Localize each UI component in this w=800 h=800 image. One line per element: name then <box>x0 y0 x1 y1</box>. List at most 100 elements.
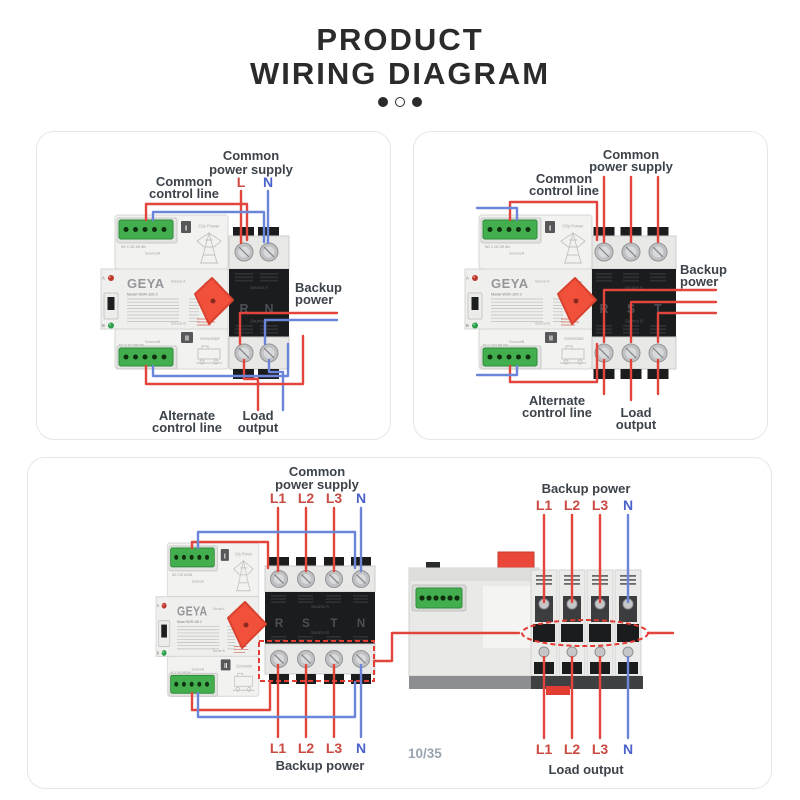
label-alt-control-2: control line <box>522 405 592 420</box>
badge-input: I <box>185 224 187 233</box>
panel-2p-wiring: NO C NC AR AN SourceA I City Power A GEY… <box>36 131 391 440</box>
label-load-1: Load <box>620 405 651 420</box>
breaker-source-b: Source B <box>625 319 643 324</box>
title-line1: PRODUCT <box>316 22 484 57</box>
terminal-block-b <box>168 672 218 697</box>
led-b-green <box>108 322 114 329</box>
terminal-block-a <box>116 217 178 244</box>
wire-backup-blue <box>263 318 339 346</box>
label-common-control-1: Common <box>536 171 592 186</box>
terminal-block-a <box>480 217 542 244</box>
source-b-label: Source B <box>535 322 550 326</box>
label-load-2: output <box>616 417 657 432</box>
generator-label: Generator <box>236 663 253 668</box>
label-common-power-supply-2: power supply <box>209 162 294 177</box>
screw-terminals-top <box>234 242 279 262</box>
label-common-control-2: control line <box>529 183 599 198</box>
side-phase-bottom-n: N <box>623 741 633 757</box>
wire-common-control-blue <box>151 210 266 244</box>
wire-common-control-blue <box>475 206 519 222</box>
wire-backup-red <box>238 311 339 346</box>
carousel-dot-3[interactable] <box>412 97 422 107</box>
breaker-source-a: Source A <box>250 285 268 290</box>
breaker-source-b: Source B <box>250 319 268 324</box>
pole-letter-t: T <box>330 618 337 630</box>
led-a-letter: A <box>466 276 469 281</box>
label-common-power-supply-2: power supply <box>589 159 674 174</box>
vent-slits <box>271 595 368 641</box>
label-load-2: output <box>238 420 279 435</box>
model-label: Model W2R-100 2 <box>491 293 522 297</box>
source-a-compact: SourceA <box>145 251 161 256</box>
wire-alt-control-blue <box>151 342 290 378</box>
load-bus-dashed-box <box>258 640 375 682</box>
led-a-red <box>161 602 167 609</box>
source-a-label: Source A <box>535 280 550 284</box>
wire-alt-control-red <box>144 334 305 386</box>
label-alt-control-1: Alternate <box>159 408 215 423</box>
diagram-2p: NO C NC AR AN SourceA I City Power A GEY… <box>100 148 342 435</box>
breaker-source-a: Source A <box>311 604 329 609</box>
label-common-control-1: Common <box>156 174 212 189</box>
phase-top-l3: L3 <box>326 490 343 506</box>
side-handle-red <box>497 551 535 570</box>
model-label: Model W2R-100 2 <box>127 293 158 297</box>
spec-table-lines <box>127 298 199 322</box>
label-common-power-supply-1: Common <box>603 147 659 162</box>
label-backup-1: Backup <box>295 280 342 295</box>
wire-alt-control-red <box>190 680 272 712</box>
breaker-unit-3p: Source A R S T Source B <box>591 227 677 379</box>
terminal-code-top: NO C NC AR AN <box>172 573 192 577</box>
led-b-green <box>161 649 167 656</box>
city-power-label: City Power <box>562 224 584 229</box>
led-b-letter: B <box>466 323 469 328</box>
side-phase-top-l3: L3 <box>592 497 609 513</box>
label-backup-power: Backup power <box>276 758 365 773</box>
badge-input: I <box>224 553 226 561</box>
label-side-backup-power: Backup power <box>542 481 631 496</box>
phase-bottom-l3: L3 <box>326 740 343 756</box>
pole-letter-t: T <box>654 302 662 316</box>
terminal-code-top: NO C NC AR AN <box>121 245 146 249</box>
screw-terminals-top <box>594 242 668 262</box>
phase-bottom-l1: L1 <box>270 740 287 756</box>
label-alt-control-2: control line <box>152 420 222 435</box>
screw-terminals-bottom <box>594 343 668 363</box>
city-power-label: City Power <box>198 224 220 229</box>
brand-logo: GEYA <box>177 605 207 619</box>
source-b-compact: SourceB <box>145 339 161 344</box>
panel-4p-wiring: NO C NC AR AN SourceA I City Power A GEY… <box>27 457 772 789</box>
phase-l: L <box>237 174 246 190</box>
led-b-letter: B <box>157 651 160 655</box>
generator-label: Generator <box>200 336 220 341</box>
carousel-dots <box>0 97 800 107</box>
led-a-letter: A <box>102 276 105 281</box>
pole-letter-n: N <box>357 618 365 630</box>
page-title: PRODUCT WIRING DIAGRAM <box>0 24 800 89</box>
wire-link-to-side-unit <box>372 631 521 663</box>
wire-backup-3 <box>656 311 718 344</box>
led-a-letter: A <box>157 604 160 608</box>
breaker-unit-2p: Source A R N Source B <box>228 227 290 379</box>
label-alt-control-1: Alternate <box>529 393 585 408</box>
label-load-output: Load output <box>548 762 624 777</box>
diagram-4p: NO C NC AR AN SourceA I City Power A GEY… <box>155 464 675 777</box>
source-a-compact: SourceA <box>509 251 525 256</box>
label-common-power-supply-1: Common <box>289 464 345 479</box>
badge-output: II <box>549 336 553 343</box>
source-b-compact: SourceB <box>509 339 525 344</box>
wire-common-control-blue <box>196 530 357 570</box>
carousel-dot-2[interactable] <box>395 97 405 107</box>
terminal-code-bottom: NC C NO BR BN <box>171 671 191 675</box>
pole-letter-s: S <box>302 618 310 630</box>
side-phase-top-l1: L1 <box>536 497 553 513</box>
load-bus-dashed-ellipse <box>521 619 649 647</box>
label-common-power-supply-2: power supply <box>275 477 360 492</box>
led-b-green <box>472 322 478 329</box>
side-phase-top-l2: L2 <box>564 497 581 513</box>
badge-output: II <box>185 336 189 343</box>
generator-label: Generator <box>564 336 584 341</box>
carousel-dot-1[interactable] <box>378 97 388 107</box>
wire-load-red <box>242 358 260 412</box>
